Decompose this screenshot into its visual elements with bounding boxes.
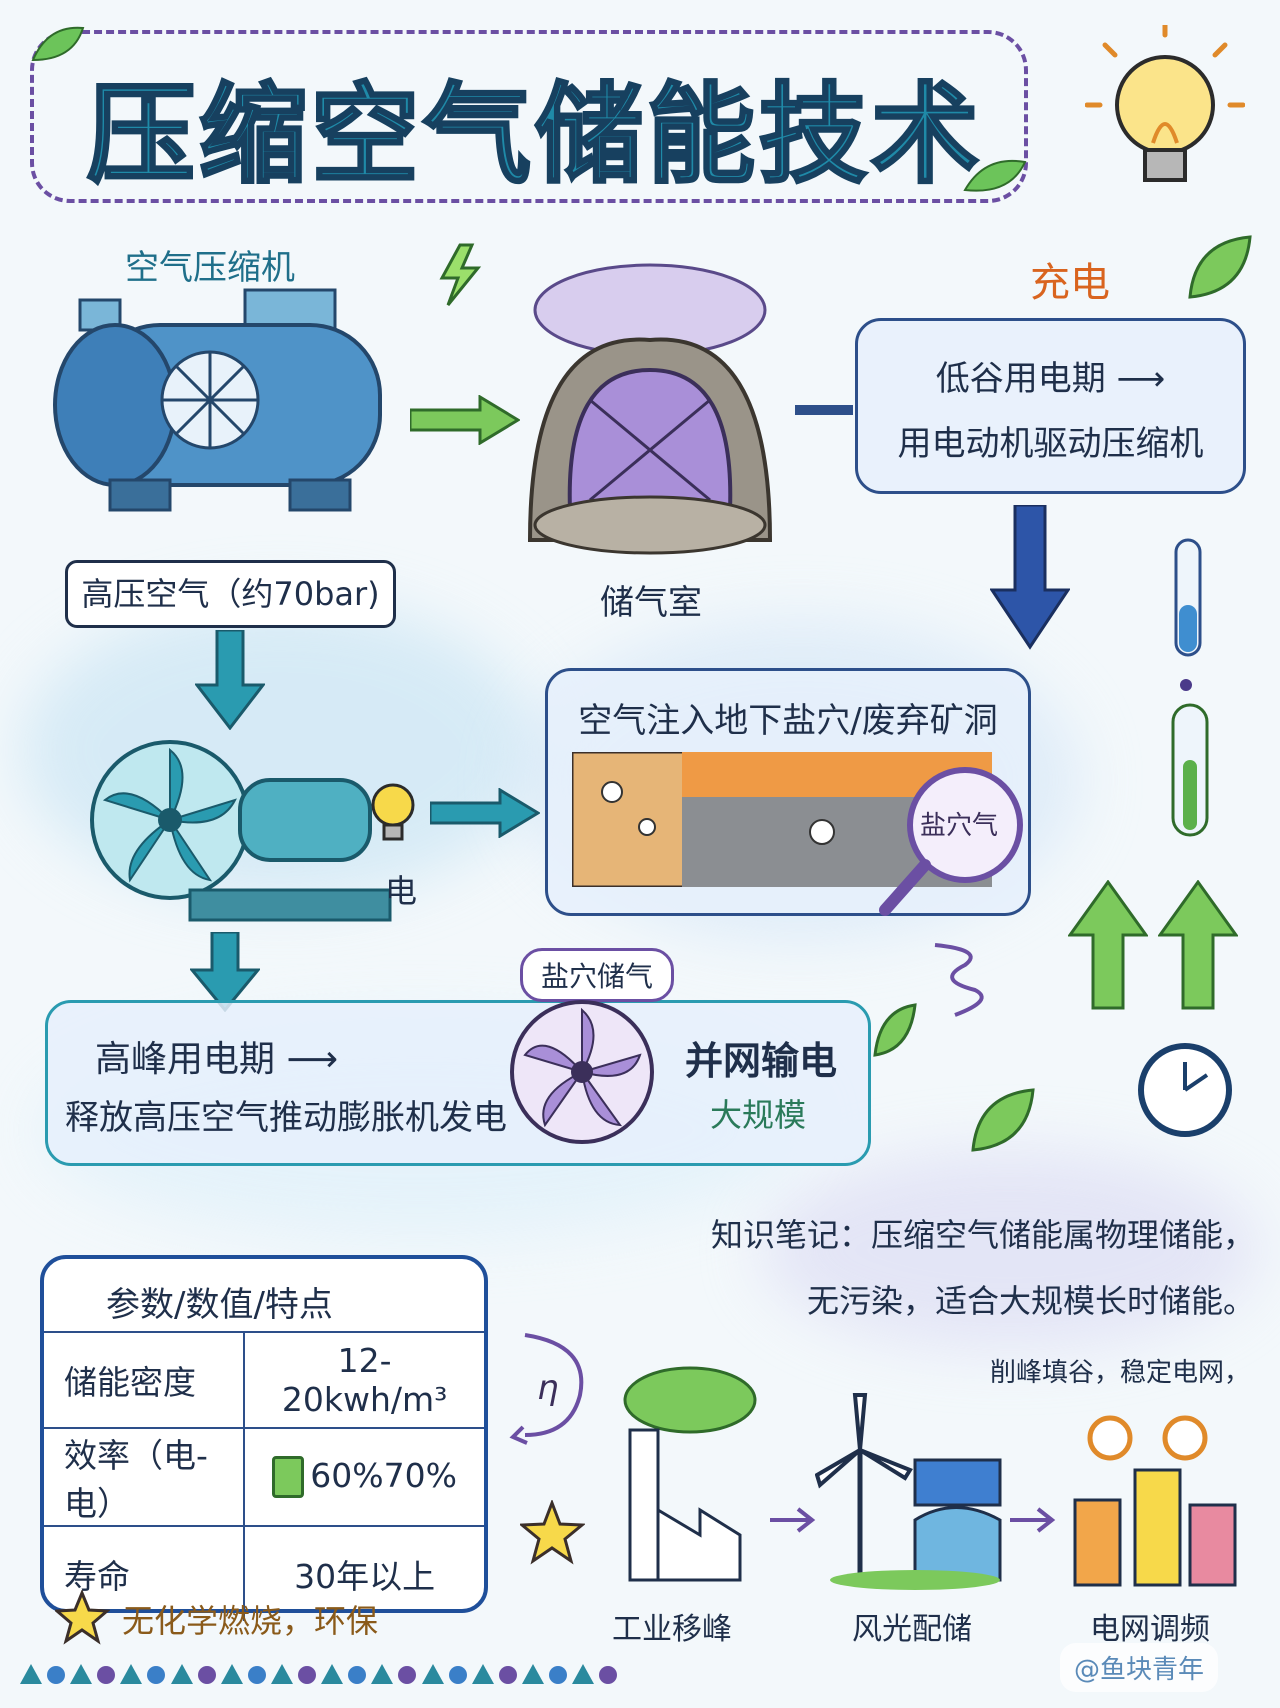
air-compressor-illustration (53, 288, 382, 512)
decorative-border (20, 1664, 1020, 1692)
page-title: 压缩空气储能技术 (85, 72, 983, 200)
leaf-icon (971, 1088, 1035, 1152)
param-value-cell: 60%70% (243, 1427, 484, 1526)
compressor-label: 空气压缩机 (125, 248, 295, 288)
table-row: 储能密度 12-20kwh/m³ (44, 1331, 484, 1428)
title-frame (30, 30, 1028, 203)
discharge-line1: 高峰用电期 ⟶ (95, 1039, 339, 1080)
charge-tag: 充电 (1030, 260, 1110, 306)
note-line2: 无污染，适合大规模长时储能。 (806, 1282, 1255, 1320)
electric-label: 电 (385, 872, 418, 910)
star-icon (520, 1500, 585, 1565)
param-value: 60%70% (310, 1455, 457, 1495)
thermometer-icon (1171, 703, 1209, 837)
magnifier-label: 盐穴气 (920, 811, 999, 841)
flow-arrow (1010, 1507, 1056, 1533)
params-footer: 无化学燃烧，环保 (122, 1602, 379, 1640)
cavern-tag: 盐穴储气 (520, 948, 675, 1002)
params-table-box: 参数/数值/特点 储能密度 12-20kwh/m³ 效率（电-电） 60%70%… (40, 1255, 488, 1621)
factory-icon (623, 1366, 757, 1582)
eta-cycle-icon (509, 1333, 584, 1445)
flow-arrow (195, 630, 265, 730)
eta-symbol: η (537, 1368, 559, 1408)
leaf-icon (963, 159, 1027, 192)
applications-annotation: 削峰填谷，稳定电网， (990, 1358, 1251, 1388)
wind-solar-icon (815, 1393, 1002, 1590)
spiral-icon (934, 943, 984, 1017)
battery-icon (272, 1456, 305, 1499)
cloud-icon (527, 263, 773, 555)
param-value: 30年以上 (243, 1525, 484, 1621)
flow-arrow (1068, 880, 1148, 1010)
discharge-box (45, 1000, 871, 1166)
lightbulb-icon (1085, 25, 1245, 182)
compressed-air-label: 高压空气（约70bar) (81, 575, 380, 613)
leaf-icon (31, 26, 85, 62)
lightbulb-icon (371, 783, 415, 841)
compressed-air-label-box: 高压空气（约70bar) (65, 560, 396, 628)
star-icon (55, 1590, 110, 1645)
application-renewable: 风光配储 (852, 1612, 972, 1647)
turbine-generator-illustration (90, 740, 392, 922)
application-grid: 电网调频 (1090, 1612, 1210, 1647)
background-wash (760, 1150, 1260, 1350)
flow-arrow (410, 395, 520, 445)
grid-sub-label: 大规模 (710, 1096, 807, 1134)
clock-icon (1138, 1043, 1232, 1137)
params-table: 储能密度 12-20kwh/m³ 效率（电-电） 60%70% 寿命 30年以上 (44, 1331, 484, 1621)
leaf-icon (1188, 235, 1252, 299)
watermark: @鱼块青年 (1060, 1643, 1219, 1692)
charge-box: 低谷用电期 ⟶ 用电动机驱动压缩机 (855, 318, 1246, 494)
params-header: 参数/数值/特点 (106, 1285, 333, 1325)
flow-arrow (1158, 880, 1238, 1010)
note-line1: 知识笔记：压缩空气储能属物理储能， (710, 1216, 1255, 1254)
expander-fan-icon (510, 1000, 654, 1144)
storage-label: 储气室 (600, 583, 702, 623)
charge-line2: 用电动机驱动压缩机 (897, 424, 1204, 464)
magnifier-icon (879, 767, 1023, 916)
charge-line1: 低谷用电期 ⟶ (935, 359, 1166, 399)
param-value: 12-20kwh/m³ (243, 1331, 484, 1428)
flow-arrow (990, 505, 1070, 650)
application-industry: 工业移峰 (612, 1612, 732, 1647)
flow-arrow (770, 1507, 816, 1533)
test-tube-icon (1174, 538, 1202, 657)
leaf-icon (873, 1003, 917, 1057)
knowledge-note: 知识笔记：压缩空气储能属物理储能， 无污染，适合大规模长时储能。 (690, 1210, 1255, 1322)
param-name: 储能密度 (44, 1331, 245, 1428)
flow-arrow (430, 788, 540, 838)
discharge-line2: 释放高压空气推动膨胀机发电 (65, 1098, 507, 1138)
param-name: 效率（电-电） (44, 1427, 245, 1526)
grid-label: 并网输电 (685, 1039, 838, 1083)
divider-dot (1180, 676, 1192, 695)
table-row: 效率（电-电） 60%70% (44, 1427, 484, 1526)
injection-title: 空气注入地下盐穴/废弃矿洞 (578, 701, 998, 741)
city-grid-icon (1073, 1415, 1237, 1587)
lightning-icon (439, 243, 482, 306)
flow-arrow (190, 932, 260, 1012)
connector-line (795, 405, 853, 415)
